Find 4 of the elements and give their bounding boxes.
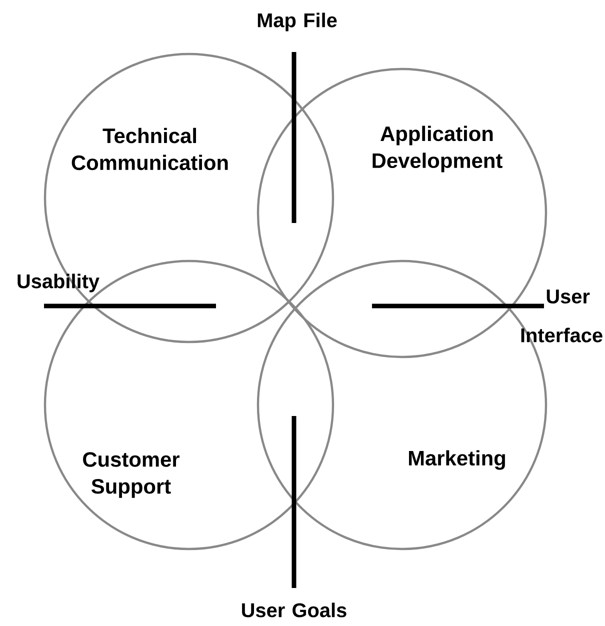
label: Usability [18, 274, 100, 292]
label: Map File [258, 12, 337, 32]
label: User Goals [242, 602, 346, 618]
label: User Interface [521, 290, 602, 342]
